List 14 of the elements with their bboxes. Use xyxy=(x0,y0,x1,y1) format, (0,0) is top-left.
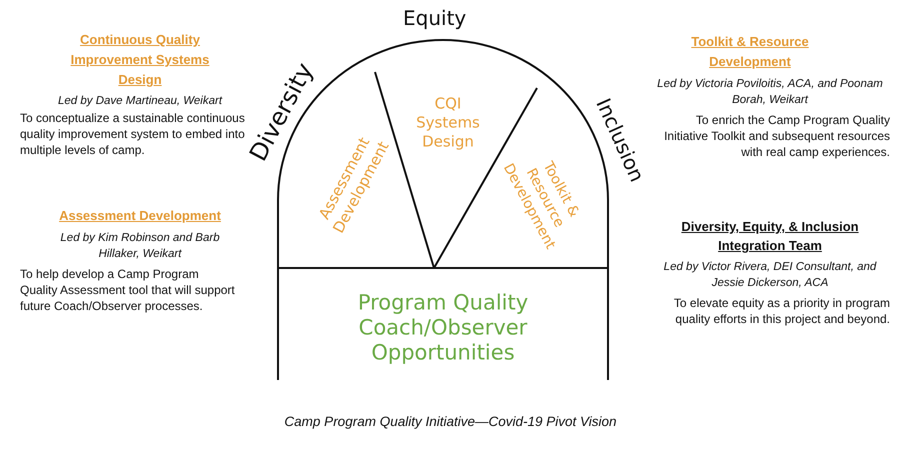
caption: Camp Program Quality Initiative—Covid-19 Pivot Vision xyxy=(283,414,618,429)
section-heading: Diversity, Equity, & Inclusion Integration Team xyxy=(680,218,860,255)
lead-credit: Led by Victor Rivera, DEI Consultant, and Jessie Dickerson, ACA xyxy=(662,260,878,291)
description-text: To enrich the Camp Program Quality Initiative Toolkit and subsequent resources with real camp experiences. xyxy=(663,112,890,160)
section-heading: Assessment Development xyxy=(58,207,222,225)
description-text: To elevate equity as a priority in program quality efforts in this project and beyond. xyxy=(672,295,890,327)
description-text: To conceptualize a sustainable continuous quality improvement system to embed into multiple levels of camp. xyxy=(20,110,245,158)
section-heading: Toolkit & Resource Development xyxy=(690,33,810,71)
section-heading: Continuous Quality Improvement Systems Design xyxy=(70,31,210,89)
lead-credit: Led by Dave Martineau, Weikart xyxy=(56,94,224,109)
lead-credit: Led by Kim Robinson and Barb Hillaker, Weikart xyxy=(59,231,221,262)
arch-word: Equity xyxy=(403,6,466,30)
lead-credit: Led by Victoria Poviloitis, ACA, and Poonam Borah, Weikart xyxy=(656,77,884,108)
description-text: To help develop a Camp Program Quality Assessment tool that will support future Coach/Observer processes. xyxy=(20,266,235,314)
